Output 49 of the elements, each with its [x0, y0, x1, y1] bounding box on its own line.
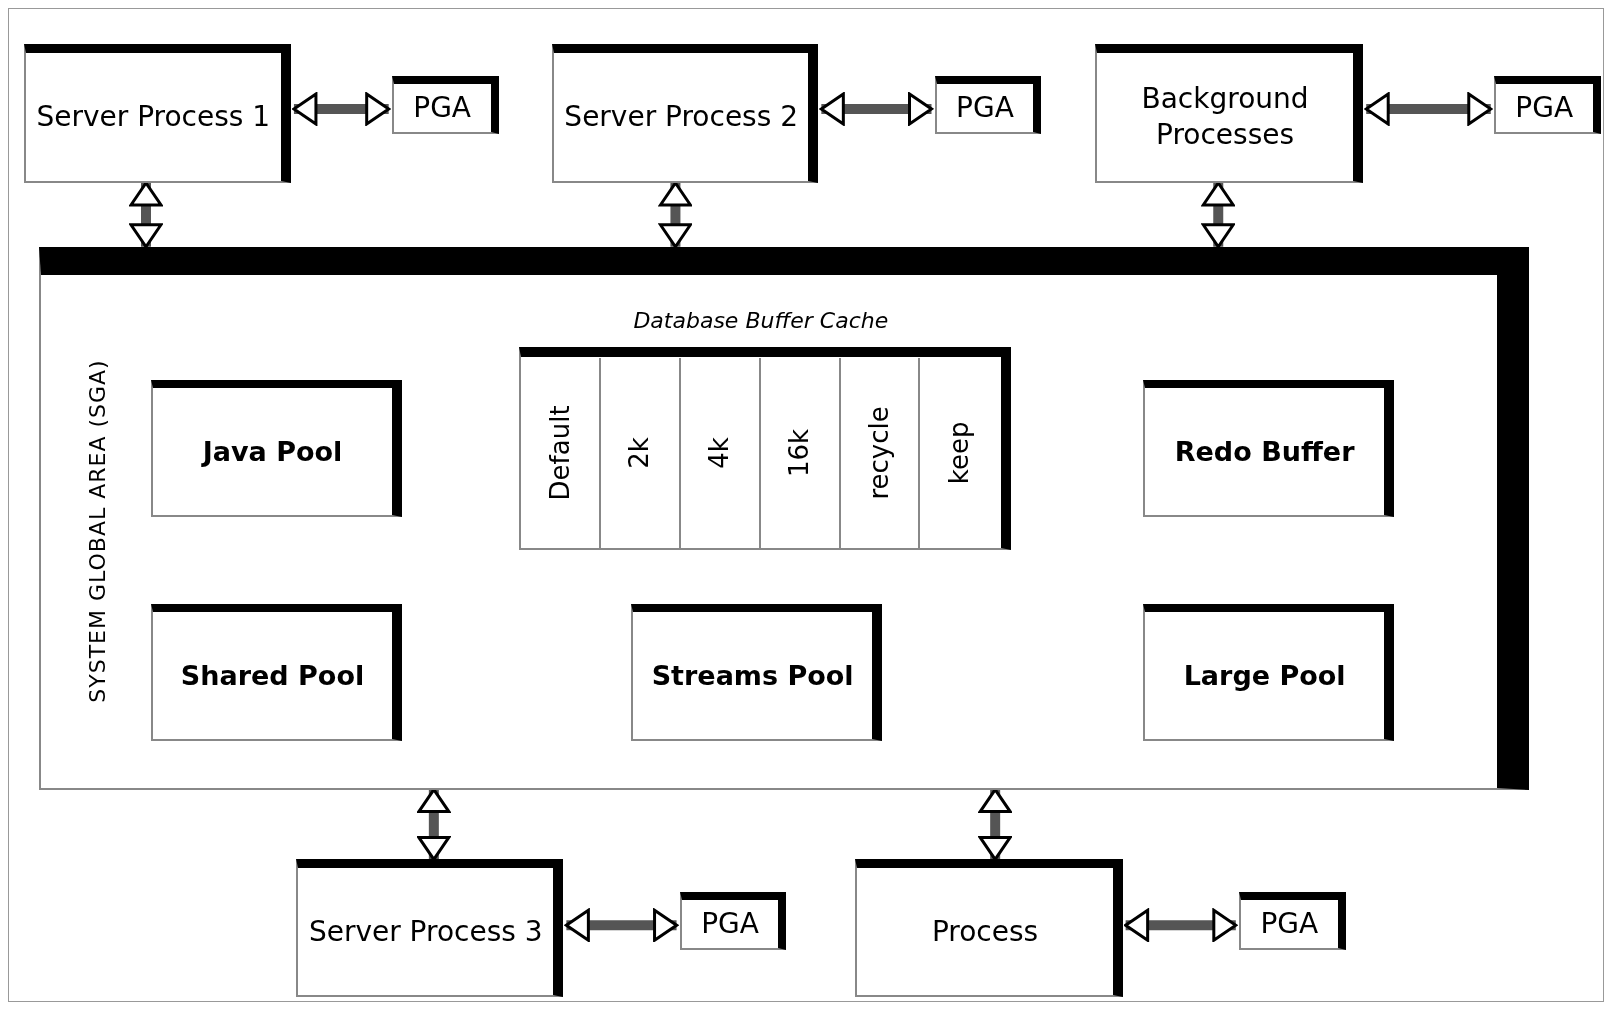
column-label: recycle	[862, 406, 895, 500]
double-arrow	[292, 92, 391, 126]
pool-box	[1143, 604, 1395, 742]
box-label: Server Process 1	[35, 98, 272, 135]
pool-box	[631, 604, 883, 742]
box-label: PGA	[1259, 905, 1320, 942]
process-box	[23, 44, 291, 183]
pga-box	[679, 892, 787, 950]
box-label: PGA	[700, 905, 760, 942]
box-label: Background Processes	[1140, 80, 1310, 154]
pool-box	[151, 604, 402, 742]
double-arrow	[417, 788, 451, 861]
box-label: Server Process 3	[307, 913, 544, 950]
box-label: Redo Buffer	[1173, 435, 1356, 470]
column-label: 2k	[623, 437, 656, 469]
double-arrow	[1124, 908, 1238, 942]
double-arrow	[1364, 92, 1493, 126]
cache-title: Database Buffer Cache	[633, 307, 889, 336]
process-box	[855, 859, 1123, 998]
box-label: Server Process 2	[563, 98, 799, 135]
column-label: Default	[543, 405, 576, 501]
process-box	[296, 859, 564, 998]
memory-area-panel	[39, 246, 1529, 790]
column-label: 4k	[702, 437, 735, 469]
box-label: Large Pool	[1182, 659, 1347, 694]
area-title: SYSTEM GLOBAL AREA (SGA)	[83, 359, 111, 703]
pga-box	[934, 76, 1042, 134]
pool-box	[151, 380, 402, 518]
double-arrow	[978, 788, 1012, 861]
double-arrow	[129, 181, 163, 249]
box-label: Shared Pool	[179, 659, 366, 694]
column-label: keep	[943, 421, 976, 485]
double-arrow	[819, 92, 933, 126]
double-arrow	[658, 181, 692, 249]
column-label: 16k	[782, 428, 815, 477]
double-arrow	[564, 908, 679, 942]
box-label: Streams Pool	[650, 659, 855, 694]
box-label: PGA	[1514, 89, 1575, 126]
pga-box	[1493, 76, 1601, 134]
box-label: Process	[930, 913, 1040, 950]
box-label: PGA	[412, 89, 472, 126]
process-box	[552, 44, 819, 183]
pga-box	[1238, 892, 1346, 950]
process-box	[1094, 44, 1364, 183]
box-label: Java Pool	[200, 435, 344, 470]
box-label: PGA	[955, 89, 1015, 126]
pga-box	[391, 76, 499, 134]
double-arrow	[1201, 181, 1235, 249]
pool-box	[1143, 380, 1395, 518]
